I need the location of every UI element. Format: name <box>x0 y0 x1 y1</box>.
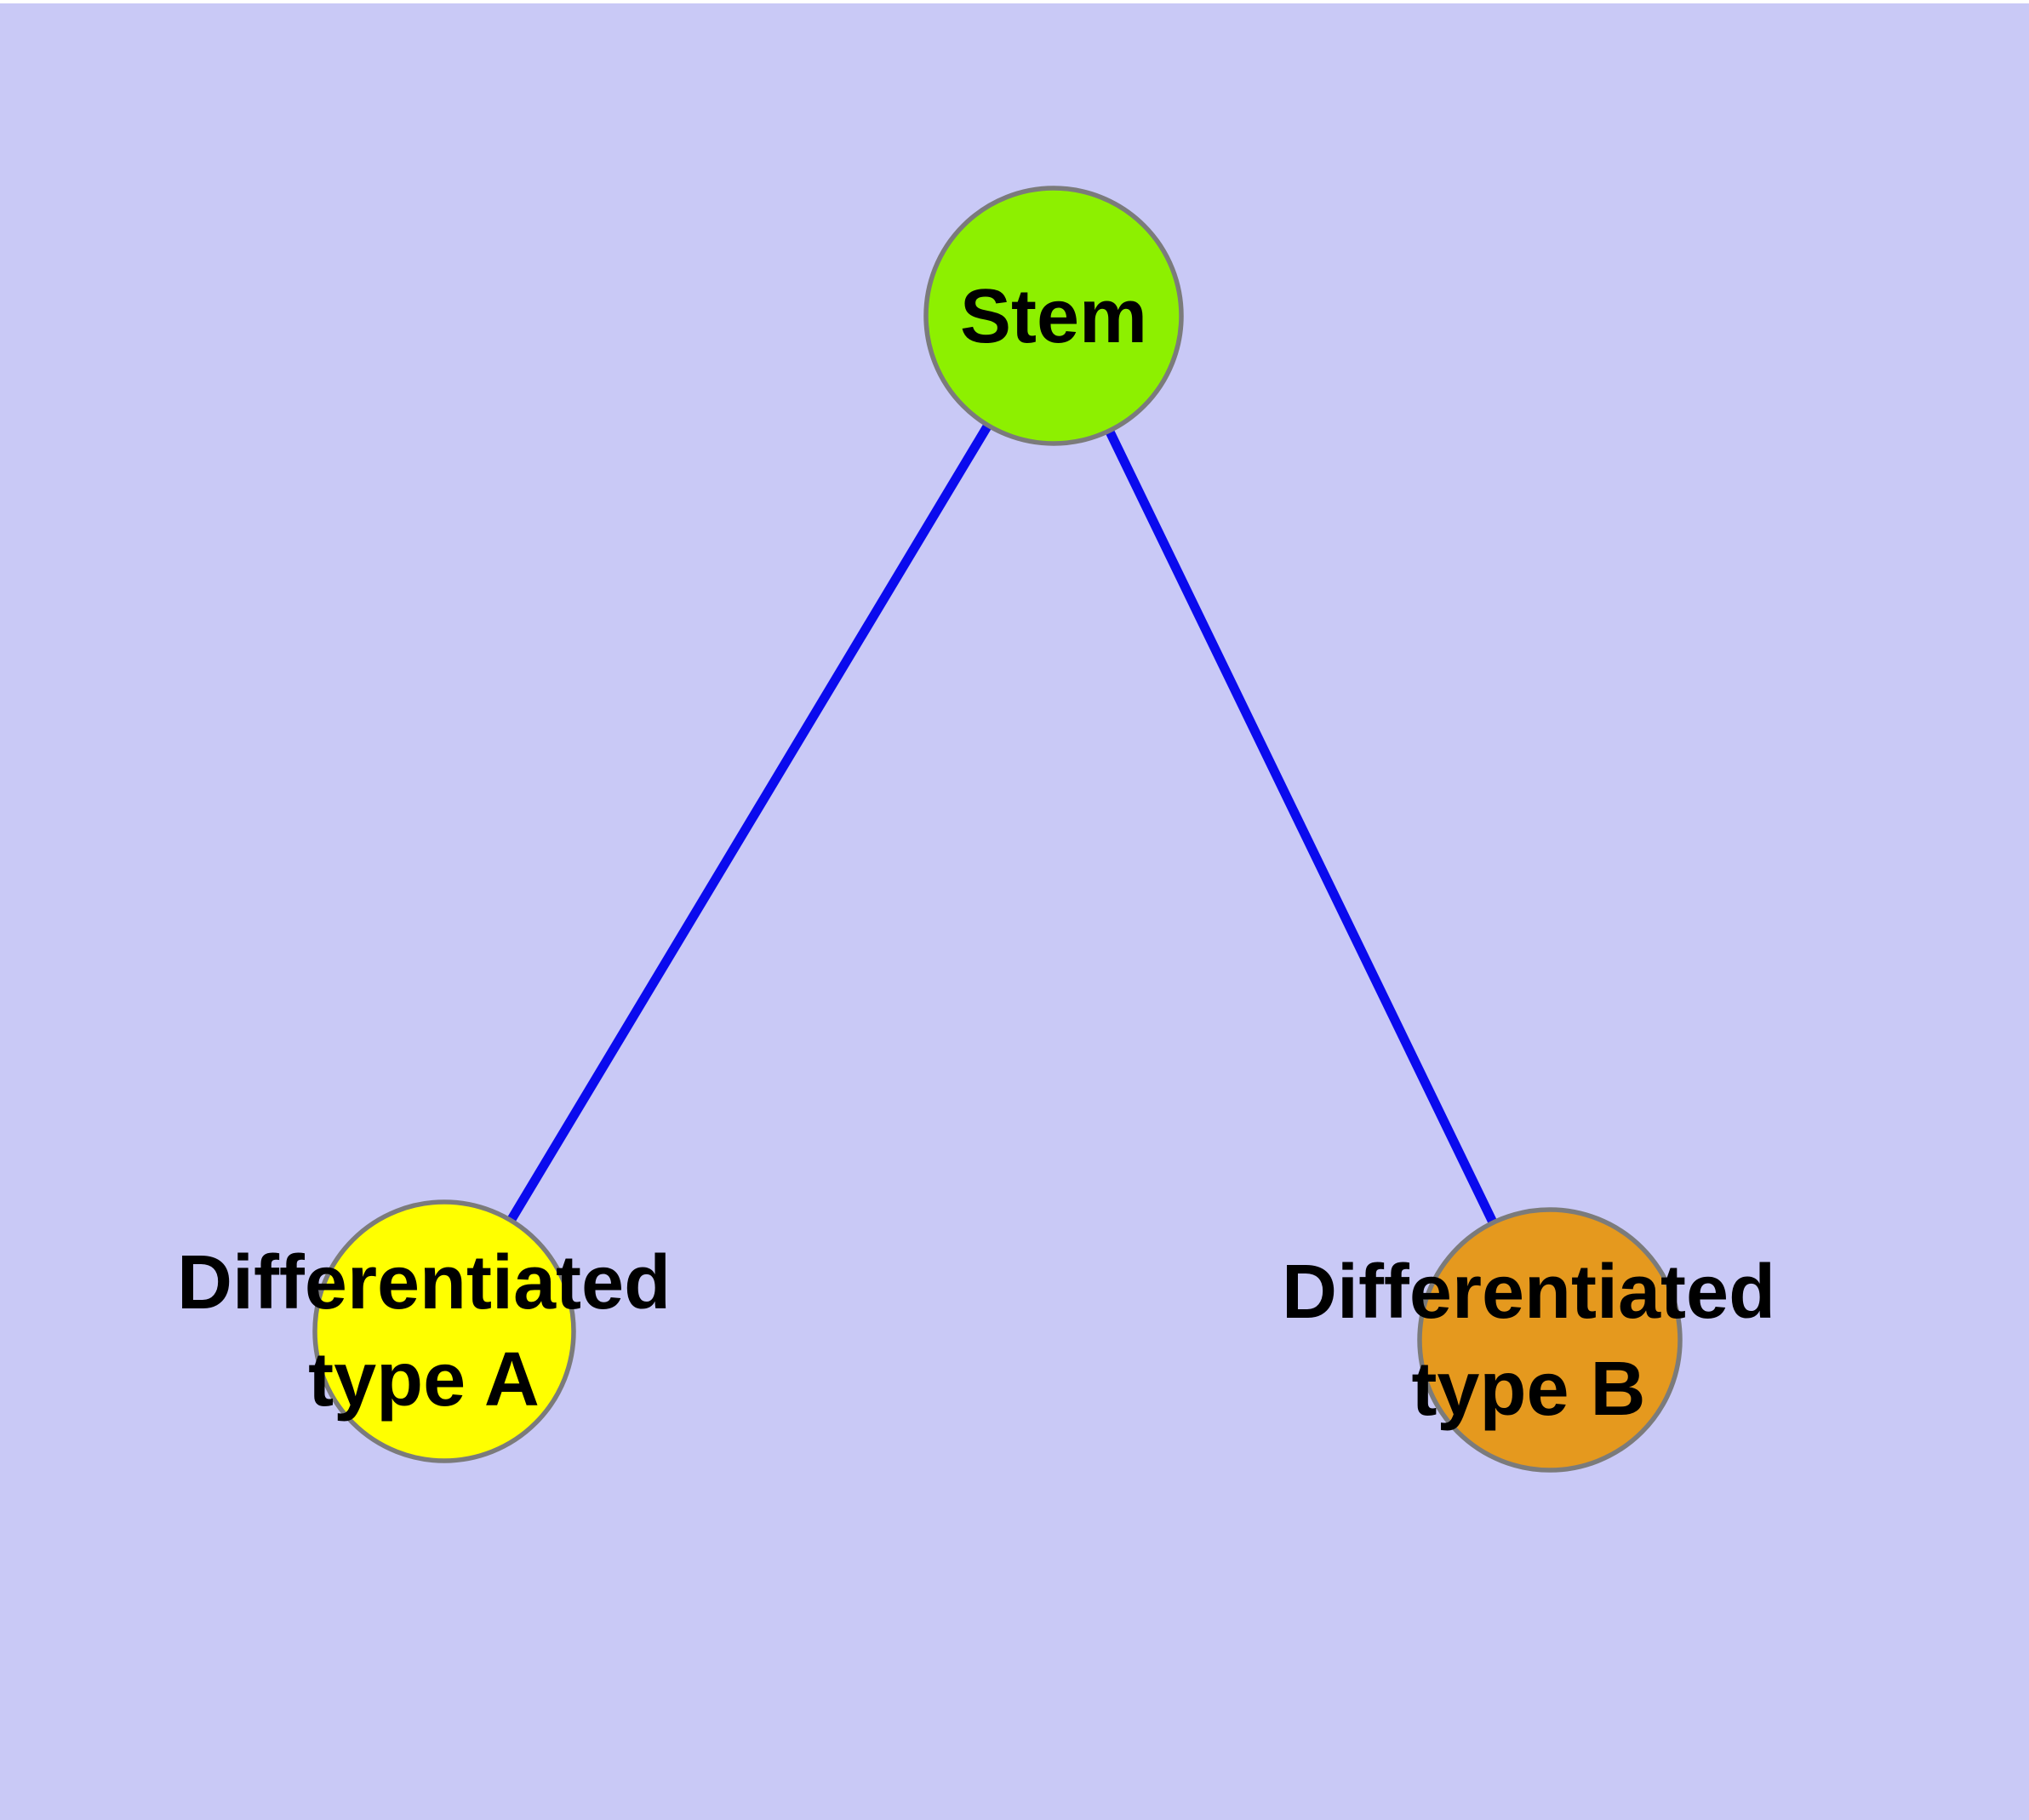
canvas-top-border <box>0 0 2029 3</box>
node-label-stem: Stem <box>959 274 1148 359</box>
edge-stem-to-type-a <box>440 313 1058 1334</box>
node-differentiated-type-a <box>312 1199 576 1463</box>
node-label-differentiated-type-a: Differentiated type A <box>176 1240 672 1422</box>
edge-stem-to-type-b <box>1049 313 1554 1342</box>
node-label-differentiated-type-b: Differentiated type B <box>1281 1250 1776 1432</box>
node-stem <box>923 186 1184 446</box>
node-differentiated-type-b <box>1417 1207 1683 1473</box>
